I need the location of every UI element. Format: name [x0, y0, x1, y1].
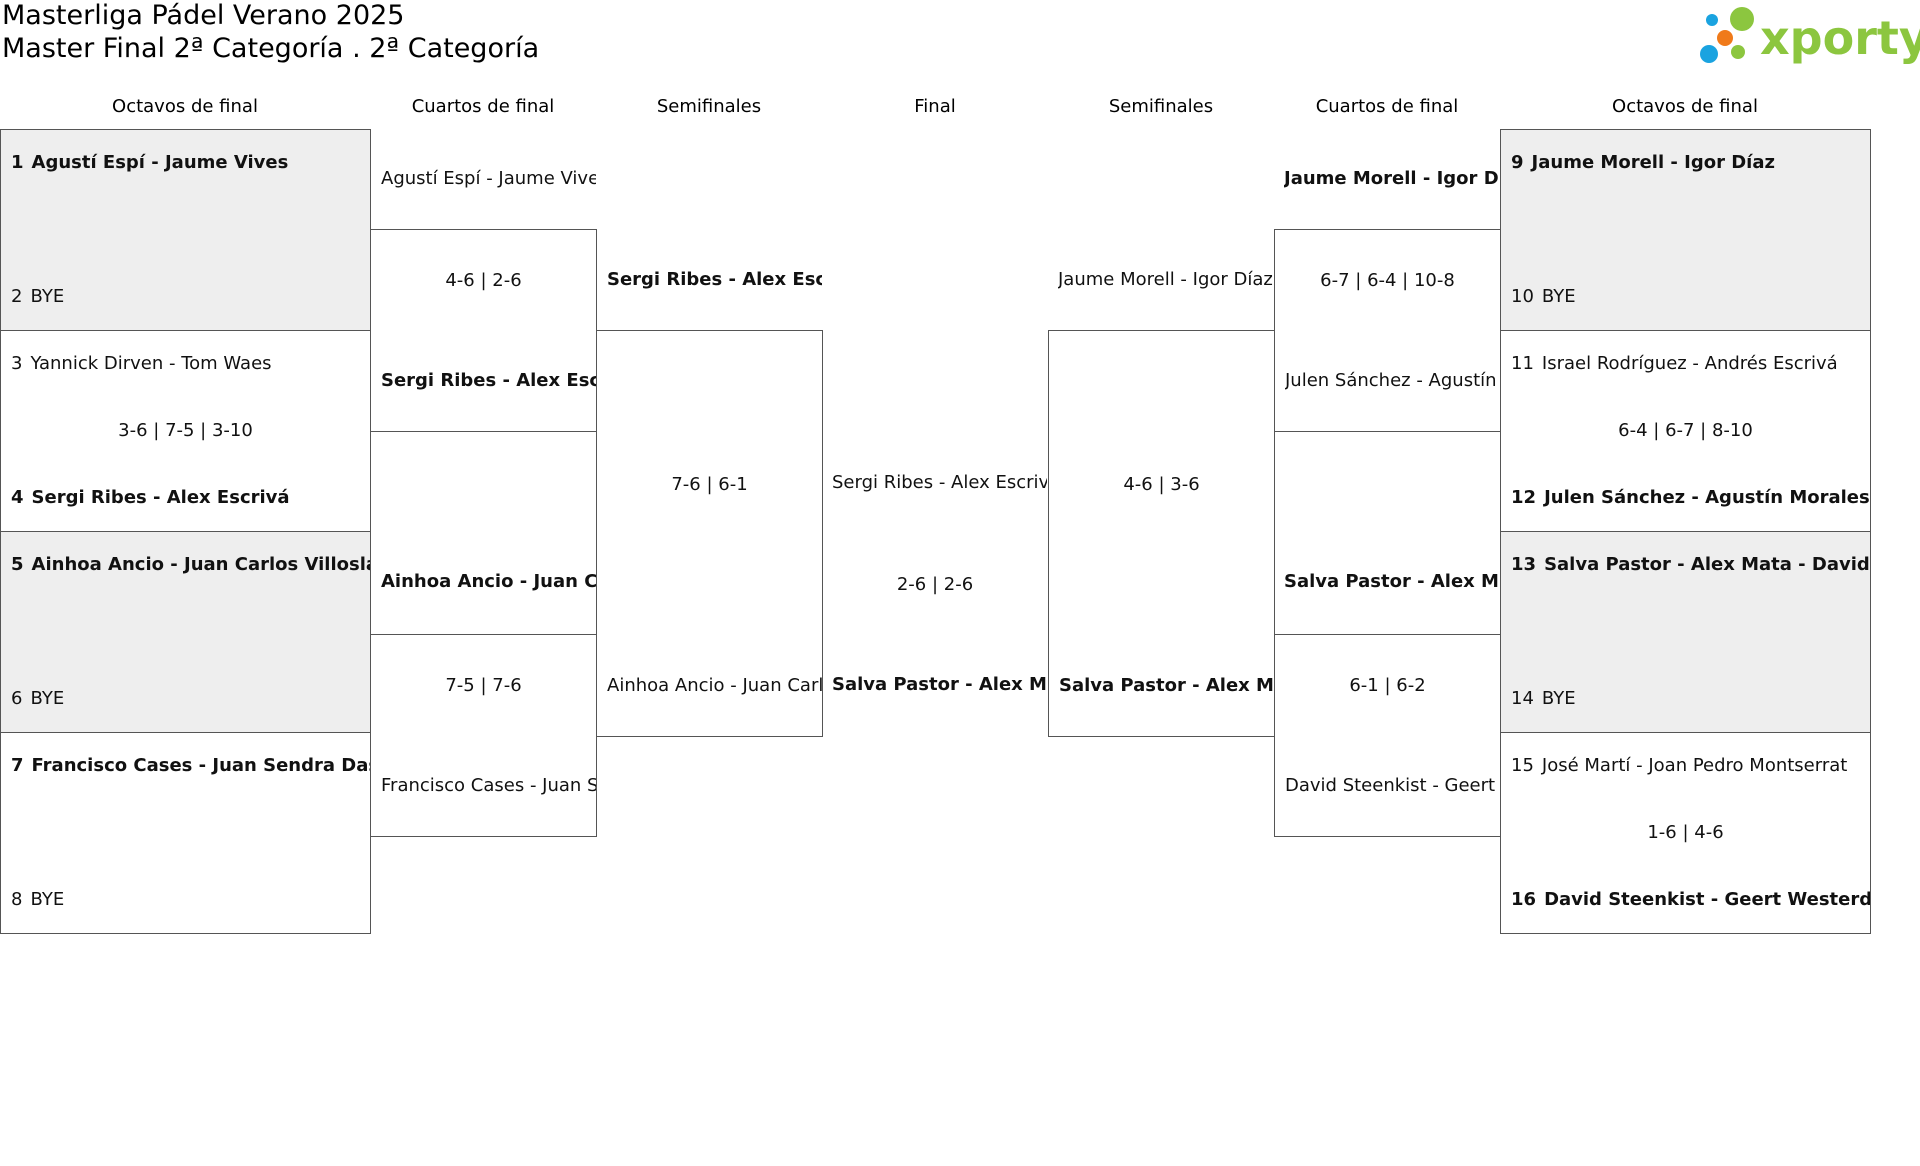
match-score: 2-6 | 2-6	[896, 574, 974, 595]
qf-left-match-1[interactable]: 4-6 | 2-6 Sergi Ribes - Alex Escrivá	[370, 229, 597, 432]
final-team-b: Salva Pastor - Alex Mata - David Gonzale…	[832, 674, 1047, 695]
sf-left-team-b: Ainhoa Ancio - Juan Carlos Villoslada	[607, 675, 822, 696]
final-match[interactable]: Sergi Ribes - Alex Escrivá 2-6 | 2-6 Sal…	[822, 460, 1048, 710]
match-score: 6-1 | 6-2	[1349, 675, 1426, 696]
col-header-r16-left: Octavos de final	[112, 96, 258, 117]
qf-left-match-2[interactable]: 7-5 | 7-6 Francisco Cases - Juan Sendra …	[370, 634, 597, 837]
col-header-final: Final	[914, 96, 956, 117]
final-team-a: Sergi Ribes - Alex Escrivá	[832, 472, 1047, 493]
logo-dot-orange	[1717, 30, 1733, 46]
sf-left-match[interactable]: 7-6 | 6-1 Ainhoa Ancio - Juan Carlos Vil…	[596, 330, 823, 737]
qf-left-2-team-b: Francisco Cases - Juan Sendra Dasi	[381, 775, 596, 796]
match-score: 4-6 | 2-6	[445, 270, 522, 291]
sf-right-team-a: Jaume Morell - Igor Díaz	[1058, 269, 1273, 290]
qf-left-1-team-b: Sergi Ribes - Alex Escrivá	[381, 370, 596, 391]
col-header-sf-left: Semifinales	[656, 96, 762, 117]
col-header-r16-right: Octavos de final	[1612, 96, 1758, 117]
match-score: 4-6 | 3-6	[1123, 474, 1200, 495]
match-score: 1-6 | 4-6	[1647, 822, 1724, 843]
col-header-qf-left: Cuartos de final	[411, 96, 555, 117]
sf-right-match[interactable]: 4-6 | 3-6 Salva Pastor - Alex Mata - Dav…	[1048, 330, 1275, 737]
qf-right-match-2[interactable]: 6-1 | 6-2 David Steenkist - Geert Wester…	[1274, 634, 1501, 837]
sf-left-team-a: Sergi Ribes - Alex Escrivá	[607, 269, 822, 290]
match-score: 3-6 | 7-5 | 3-10	[118, 420, 253, 441]
qf-right-2-team-b: David Steenkist - Geert Westerdijk	[1285, 775, 1500, 796]
match-score: 7-6 | 6-1	[671, 474, 748, 495]
logo-dot-green-large	[1730, 7, 1754, 31]
qf-right-1-team-a: Jaume Morell - Igor Díaz	[1284, 168, 1499, 189]
logo-dot-green	[1731, 45, 1745, 59]
match-score: 7-5 | 7-6	[445, 675, 522, 696]
col-header-sf-right: Semifinales	[1108, 96, 1214, 117]
qf-right-1-team-b: Julen Sánchez - Agustín Morales	[1285, 370, 1500, 391]
qf-left-2-team-a: Ainhoa Ancio - Juan Carlos Villoslada	[381, 571, 596, 592]
col-header-qf-right: Cuartos de final	[1315, 96, 1459, 117]
qf-right-2-team-a: Salva Pastor - Alex Mata - David Gonzale…	[1284, 571, 1499, 592]
logo-wordmark: xporty	[1760, 11, 1920, 65]
qf-left-1-team-a: Agustí Espí - Jaume Vives	[381, 168, 596, 189]
qf-right-match-1[interactable]: 6-7 | 6-4 | 10-8 Julen Sánchez - Agustín…	[1274, 229, 1501, 432]
sf-right-team-b: Salva Pastor - Alex Mata - David Gonzale…	[1059, 675, 1274, 696]
logo-dot-blue-small	[1706, 14, 1718, 26]
match-score: 6-7 | 6-4 | 10-8	[1320, 270, 1455, 291]
category-subtitle: Master Final 2ª Categoría . 2ª Categoría	[2, 33, 540, 64]
xporty-logo: xporty	[1700, 7, 1920, 65]
match-score: 6-4 | 6-7 | 8-10	[1618, 420, 1753, 441]
logo-dot-blue	[1700, 45, 1718, 63]
tournament-title: Masterliga Pádel Verano 2025	[2, 0, 405, 31]
